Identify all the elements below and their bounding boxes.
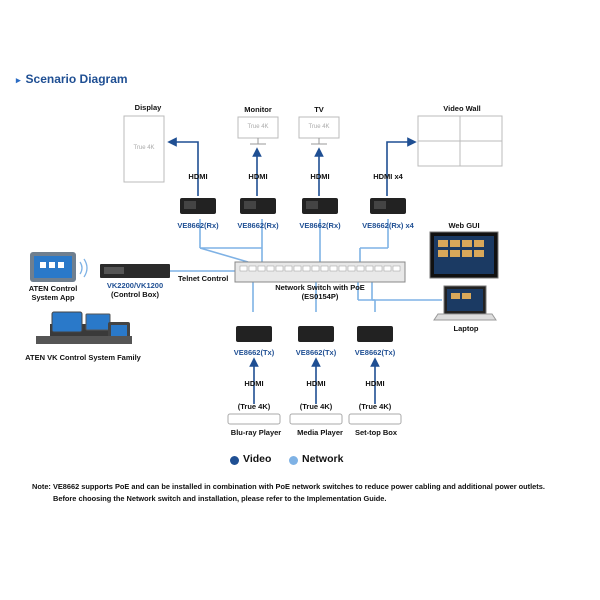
transmitter-label-3: VE8662(Tx) bbox=[354, 348, 396, 357]
source-label-3: Set-top Box bbox=[354, 428, 398, 437]
hdmi-bottom-2: HDMI bbox=[306, 379, 326, 388]
hdmi-label-4: HDMI x4 bbox=[373, 172, 403, 181]
display-label: Display bbox=[134, 103, 162, 112]
control-box-sub: (Control Box) bbox=[111, 290, 159, 299]
hdmi-label-1: HDMI bbox=[188, 172, 208, 181]
control-box-model: VK2200/VK1200 bbox=[106, 281, 164, 290]
true4k-1: (True 4K) bbox=[237, 402, 271, 411]
source-devices bbox=[227, 413, 402, 425]
receiver-label-4: VE8662(Rx) x4 bbox=[362, 221, 414, 230]
page-title: ▸Scenario Diagram bbox=[16, 72, 128, 86]
legend-video-label: Video bbox=[243, 453, 272, 465]
telnet-label: Telnet Control bbox=[178, 274, 229, 283]
true4k-3: (True 4K) bbox=[358, 402, 392, 411]
video-lines bbox=[167, 137, 417, 404]
source-label-2: Media Player bbox=[297, 428, 343, 437]
app-label-line2: System App bbox=[31, 293, 75, 302]
switch-label-line1: Network Switch with PoE bbox=[275, 283, 365, 292]
tv-screen-text: True 4K bbox=[308, 124, 330, 130]
receiver-label-2: VE8662(Rx) bbox=[237, 221, 279, 230]
video-wall-label: Video Wall bbox=[443, 104, 481, 113]
note-line1: Note: VE8662 supports PoE and can be ins… bbox=[32, 482, 545, 491]
switch-ports bbox=[239, 265, 401, 272]
tv-label: TV bbox=[314, 105, 324, 114]
receiver-label-3: VE8662(Rx) bbox=[299, 221, 341, 230]
chevron-right-icon: ▸ bbox=[16, 75, 21, 85]
hdmi-label-2: HDMI bbox=[248, 172, 268, 181]
transmitter-devices bbox=[236, 326, 393, 342]
laptop-label: Laptop bbox=[453, 324, 479, 333]
network-switch-body bbox=[234, 261, 406, 283]
app-label-line1: ATEN Control bbox=[28, 284, 78, 293]
source-label-1: Blu-ray Player bbox=[230, 428, 282, 437]
note-line2: Before choosing the Network switch and i… bbox=[53, 494, 387, 503]
display-screen-text: True 4K bbox=[133, 145, 155, 151]
legend-network-swatch bbox=[289, 456, 298, 465]
family-label: ATEN VK Control System Family bbox=[25, 353, 141, 362]
wifi-icon bbox=[79, 258, 88, 278]
legend-video-swatch bbox=[230, 456, 239, 465]
display-frame bbox=[123, 115, 165, 183]
hdmi-label-3: HDMI bbox=[310, 172, 330, 181]
true4k-2: (True 4K) bbox=[299, 402, 333, 411]
transmitter-label-1: VE8662(Tx) bbox=[233, 348, 275, 357]
hdmi-bottom-3: HDMI bbox=[365, 379, 385, 388]
receiver-devices bbox=[180, 198, 406, 214]
receiver-label-1: VE8662(Rx) bbox=[177, 221, 219, 230]
monitor-label: Monitor bbox=[244, 105, 272, 114]
switch-label-line2: (ES0154P) bbox=[301, 292, 339, 301]
transmitter-label-2: VE8662(Tx) bbox=[295, 348, 337, 357]
hdmi-bottom-1: HDMI bbox=[244, 379, 264, 388]
monitor-screen-text: True 4K bbox=[247, 124, 269, 130]
legend-network-label: Network bbox=[302, 453, 344, 465]
network-lines bbox=[170, 219, 442, 312]
web-gui-label: Web GUI bbox=[448, 221, 480, 230]
